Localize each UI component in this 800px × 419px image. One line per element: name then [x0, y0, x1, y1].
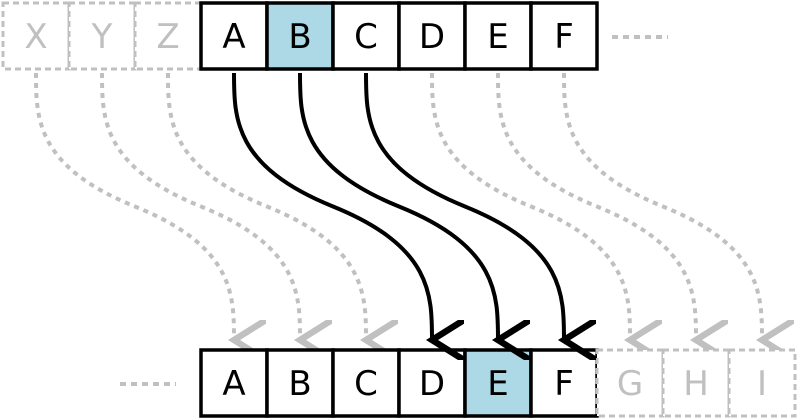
top-faded-cell-y-label: Y [91, 17, 113, 57]
top-cell-f: F [529, 1, 599, 71]
bottom-row-letters: A B C D E F [199, 348, 599, 418]
top-cell-e-box [463, 1, 533, 71]
top-cell-f-label: F [554, 17, 574, 57]
bottom-faded-cell-i-label: I [757, 364, 767, 404]
top-faded-cell-x: X [1, 1, 71, 71]
bottom-cell-e-label: E [487, 364, 508, 404]
top-row-letters: A B C D E F [199, 1, 599, 71]
bottom-faded-cell-h-box [661, 348, 731, 418]
bottom-cell-b-box [265, 348, 335, 418]
top-cell-a-box [199, 1, 269, 71]
faded-arrow-8 [562, 72, 762, 340]
bottom-faded-cell-g: G [595, 348, 665, 418]
bottom-cell-a-label: A [222, 364, 245, 404]
top-faded-cell-z: Z [133, 1, 203, 71]
bottom-cell-c-label: C [354, 364, 378, 404]
bottom-faded-cell-i: I [727, 348, 797, 418]
bottom-cell-a: A [199, 348, 269, 418]
top-cell-b: B [265, 1, 335, 71]
top-cell-e: E [463, 1, 533, 71]
bottom-cell-c: C [331, 348, 401, 418]
shift-arrows-group [232, 72, 564, 340]
bottom-faded-cell-i-box [727, 348, 797, 418]
top-cell-a-label: A [222, 17, 245, 57]
top-cell-e-label: E [487, 17, 508, 57]
top-faded-cell-z-box [133, 1, 203, 71]
bottom-faded-cell-h-label: H [683, 364, 709, 404]
shift-arrow-4 [298, 72, 498, 340]
top-cell-a: A [199, 1, 269, 71]
faded-arrow-1 [100, 72, 300, 340]
top-cell-f-box [529, 1, 599, 71]
bottom-cell-f-label: F [554, 364, 574, 404]
top-row-faded-letters: X Y Z [1, 1, 203, 71]
top-faded-cell-y-box [67, 1, 137, 71]
bottom-cell-f: F [529, 348, 599, 418]
top-cell-b-box [265, 1, 335, 71]
top-cell-d: D [397, 1, 467, 71]
top-cell-b-label: B [288, 17, 311, 57]
top-cell-d-label: D [419, 17, 445, 57]
bottom-cell-d-label: D [419, 364, 445, 404]
faded-arrow-7 [496, 72, 696, 340]
bottom-faded-cell-h: H [661, 348, 731, 418]
top-faded-cell-z-label: Z [156, 17, 179, 57]
faded-arrows-group [34, 72, 762, 340]
top-cell-c-box [331, 1, 401, 71]
faded-arrow-0 [34, 72, 234, 340]
shift-arrow-3 [232, 72, 432, 340]
bottom-cell-b-label: B [288, 364, 311, 404]
top-faded-cell-x-box [1, 1, 71, 71]
top-cell-c: C [331, 1, 401, 71]
bottom-faded-cell-g-label: G [617, 364, 643, 404]
bottom-cell-e: E [463, 348, 533, 418]
faded-arrow-2 [166, 72, 366, 340]
faded-arrow-6 [430, 72, 630, 340]
bottom-cell-b: B [265, 348, 335, 418]
top-faded-cell-x-label: X [24, 17, 47, 57]
bottom-faded-cell-g-box [595, 348, 665, 418]
top-faded-cell-y: Y [67, 1, 137, 71]
shift-arrow-5 [364, 72, 564, 340]
bottom-cell-d: D [397, 348, 467, 418]
top-cell-c-label: C [354, 17, 378, 57]
